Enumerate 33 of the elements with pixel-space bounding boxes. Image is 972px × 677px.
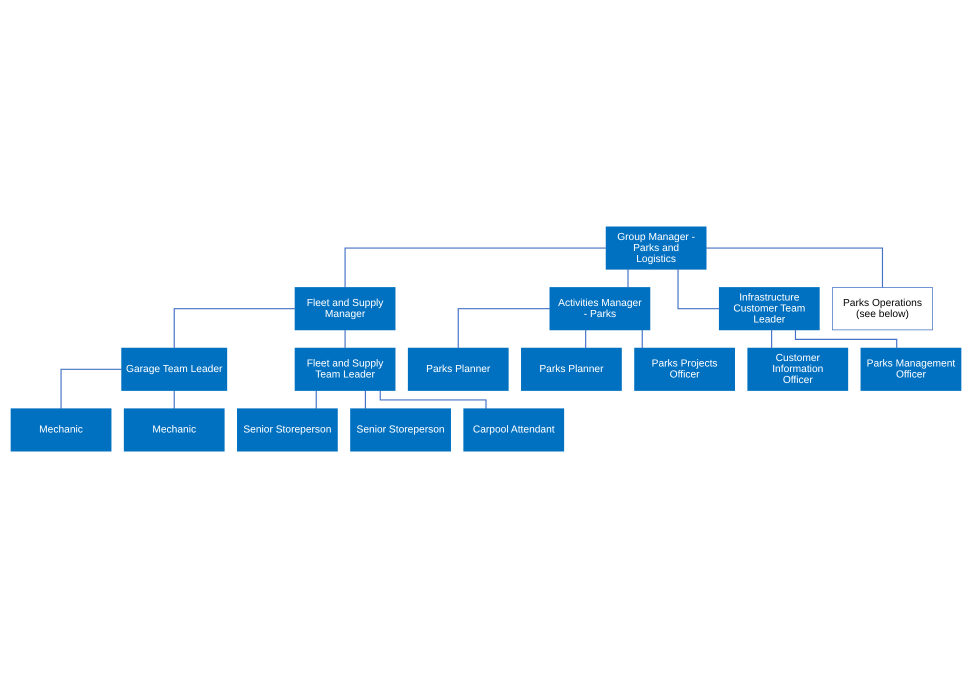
connector — [174, 308, 295, 348]
node-box: Parks Planner — [408, 347, 509, 390]
node-box: Group Manager - Parks and Logistics — [606, 226, 706, 270]
node-box: Fleet and Supply Team Leader — [294, 347, 396, 390]
node-box: Parks Projects Officer — [634, 347, 735, 390]
node-box: Parks Planner — [521, 347, 622, 390]
connector — [316, 390, 317, 408]
node-box: Parks Management Officer — [860, 347, 962, 390]
node-box: Garage Team Leader — [121, 347, 228, 390]
node-box: Mechanic — [10, 408, 112, 451]
connector — [458, 308, 550, 348]
connector — [706, 247, 884, 287]
connector — [60, 368, 122, 408]
node-box: Mechanic — [124, 408, 225, 451]
node-box: Customer Information Officer — [747, 347, 848, 390]
node-box: Senior Storeperson — [350, 408, 451, 451]
connector — [344, 247, 606, 287]
connector — [585, 329, 586, 348]
connector — [627, 268, 629, 287]
connector — [642, 329, 643, 348]
connector — [771, 329, 772, 348]
connector — [344, 329, 346, 348]
node-box: Infrastructure Customer Team Leader — [718, 286, 820, 330]
connector — [794, 330, 898, 348]
connector — [677, 268, 720, 309]
node-box: Senior Storeperson — [237, 408, 338, 451]
connector — [174, 390, 175, 408]
node-box: Carpool Attendant — [463, 408, 564, 451]
connector — [364, 390, 366, 408]
node-box: Parks Operations (see below) — [832, 286, 933, 330]
node-box: Fleet and Supply Manager — [294, 286, 396, 330]
node-box: Activities Manager - Parks — [550, 286, 650, 330]
connector — [380, 390, 487, 408]
